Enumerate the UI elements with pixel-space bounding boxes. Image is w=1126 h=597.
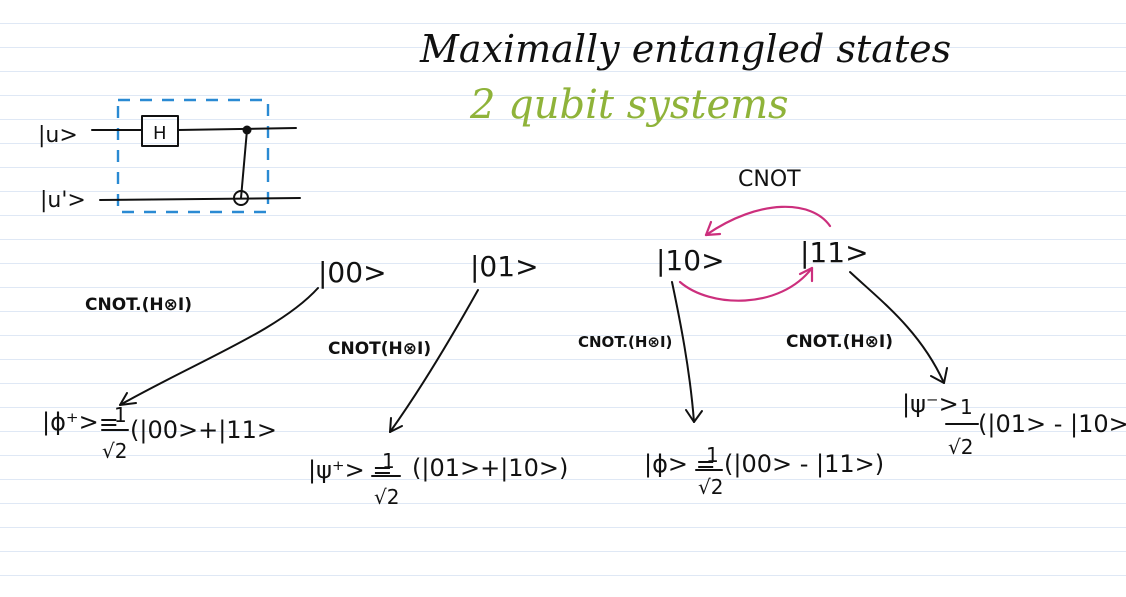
- cnot-arrowhead-bottom: [798, 266, 814, 283]
- arrow-01-to-psi-plus: [389, 289, 479, 433]
- result-4-terms: (|01> - |10>): [978, 410, 1126, 438]
- arrow-10-to-phi-minus: [671, 281, 695, 423]
- result-3-den: √2: [698, 475, 723, 499]
- arrow-00-to-phi-plus: [119, 287, 319, 406]
- result-4-state: |ψ⁻>: [902, 390, 959, 418]
- cnot-target-circle: [233, 190, 249, 206]
- arrowhead-01: [389, 417, 403, 433]
- result-1-state: |ϕ⁺>=: [42, 408, 119, 436]
- page-subtitle: 2 qubit systems: [469, 82, 789, 128]
- circuit-diagram: |u> |u'> H: [38, 98, 301, 214]
- basis-state-01: |01>: [470, 250, 539, 283]
- basis-state-10: |10>: [656, 244, 725, 277]
- result-2-num: 1: [382, 449, 395, 473]
- cnot-arrow-top: [704, 205, 832, 237]
- result-phi-plus: |ϕ⁺>= 1 √2 (|00>+|11>: [42, 403, 277, 463]
- page-title: Maximally entangled states: [419, 27, 951, 71]
- arrowhead-00: [119, 392, 137, 406]
- result-2-den: √2: [374, 485, 399, 509]
- hadamard-gate-label: H: [153, 123, 167, 144]
- operator-label-1: CNOT.(H⊗I): [85, 295, 192, 315]
- result-4-num: 1: [960, 395, 973, 419]
- result-3-num: 1: [706, 443, 719, 467]
- cnot-arrowhead-top: [704, 220, 722, 237]
- basis-state-11: |11>: [800, 236, 869, 269]
- result-4-den: √2: [948, 435, 973, 459]
- arrowhead-10: [685, 409, 703, 423]
- result-3-terms: (|00> - |11>): [724, 450, 884, 478]
- arrow-11-to-psi-minus: [849, 271, 945, 384]
- circuit-dashed-box: [116, 98, 270, 214]
- result-1-terms: (|00>+|11>: [130, 416, 277, 444]
- page-corner-blank: [768, 580, 1126, 597]
- basis-state-00: |00>: [318, 256, 387, 289]
- circuit-input-top: |u>: [38, 123, 78, 148]
- bottom-wire: [99, 197, 301, 201]
- arrowhead-11: [930, 367, 948, 384]
- result-phi-minus: |ϕ> = 1 √2 (|00> - |11>): [644, 443, 884, 499]
- cnot-vertical-line: [240, 129, 248, 199]
- cnot-label: CNOT: [738, 167, 801, 192]
- top-wire-right: [177, 127, 297, 131]
- cnot-arrow-bottom: [678, 266, 814, 302]
- circuit-input-bottom: |u'>: [40, 188, 86, 213]
- operator-label-2: CNOT(H⊗I): [328, 339, 431, 359]
- result-psi-minus: |ψ⁻> 1 √2 (|01> - |10>): [902, 390, 1126, 459]
- result-1-den: √2: [102, 439, 127, 463]
- result-2-terms: (|01>+|10>): [412, 454, 568, 482]
- result-3-state: |ϕ> =: [644, 450, 716, 478]
- operator-label-4: CNOT.(H⊗I): [786, 332, 893, 352]
- result-2-state: |ψ⁺> =: [308, 456, 392, 484]
- result-psi-plus: |ψ⁺> = 1 √2 (|01>+|10>): [308, 449, 568, 509]
- operator-label-3: CNOT.(H⊗I): [578, 333, 672, 351]
- result-1-num: 1: [114, 403, 127, 427]
